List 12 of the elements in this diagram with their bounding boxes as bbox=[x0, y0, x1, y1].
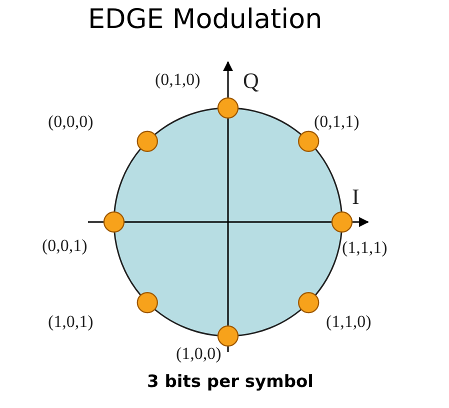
axis-label: I bbox=[352, 184, 360, 210]
diagram-title: EDGE Modulation bbox=[88, 4, 322, 35]
point-label: (0,1,1) bbox=[314, 112, 360, 132]
point-label: (0,0,0) bbox=[48, 112, 94, 132]
point-label: (1,1,0) bbox=[326, 312, 372, 332]
diagram-caption: 3 bits per symbol bbox=[147, 372, 314, 392]
point-label: (1,0,0) bbox=[176, 344, 222, 364]
point-label: (0,0,1) bbox=[42, 236, 88, 256]
point-label: (1,1,1) bbox=[342, 238, 388, 258]
axis-label: Q bbox=[243, 68, 259, 94]
point-label: (1,0,1) bbox=[48, 312, 94, 332]
point-label: (0,1,0) bbox=[155, 70, 200, 90]
